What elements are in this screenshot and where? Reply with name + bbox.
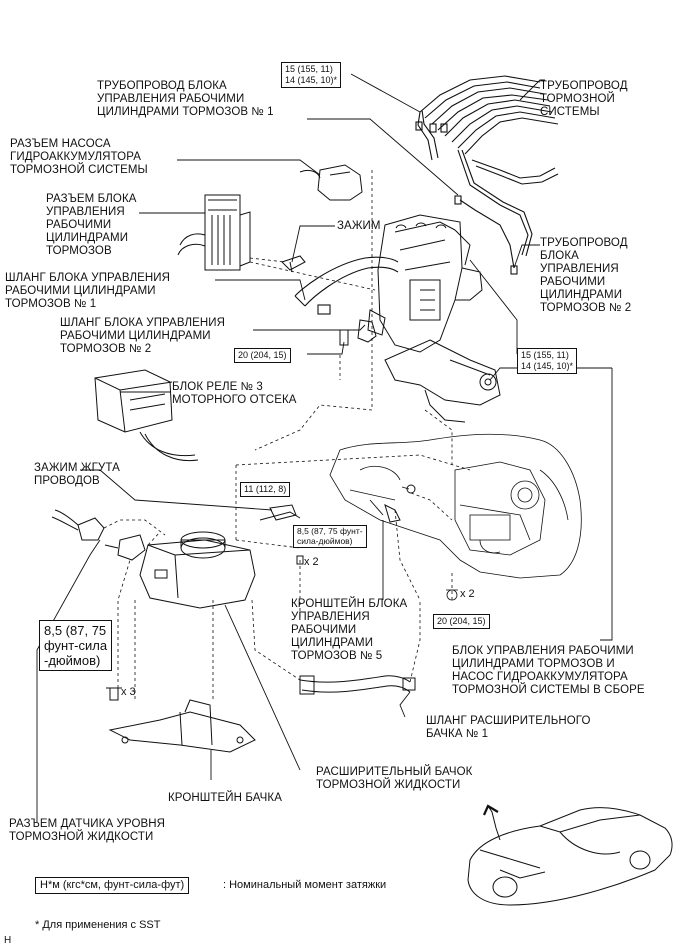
torque-spec-20-lower: 20 (204, 15) xyxy=(433,614,490,629)
engine-bay-illustration xyxy=(329,433,582,601)
level-sensor-connector-label: РАЗЪЕМ ДАТЧИКА УРОВНЯ ТОРМОЗНОЙ ЖИДКОСТИ xyxy=(9,818,166,843)
reservoir-bracket-illustration xyxy=(108,699,256,753)
relay-block-illustration xyxy=(94,369,199,462)
torque-unit-legend-text: : Номинальный момент затяжки xyxy=(223,879,387,891)
corner-mark: H xyxy=(4,935,12,946)
reservoir-bracket-label: КРОНШТЕЙН БАЧКА xyxy=(168,792,282,804)
bolt-85-illustration xyxy=(106,687,122,701)
torque-spec-20-upper: 20 (204, 15) xyxy=(234,348,291,363)
quantity-mid: x 2 xyxy=(304,556,319,568)
reservoir-label: РАСШИРИТЕЛЬНЫЙ БАЧОК ТОРМОЗНОЙ ЖИДКОСТИ xyxy=(316,766,473,791)
bolt-x2-mid-illustration xyxy=(296,555,304,565)
wire-harness-clamp-illustration xyxy=(259,504,301,521)
torque-spec-top: 15 (155, 11) 14 (145, 10)* xyxy=(281,62,342,88)
reservoir-hose-illustration xyxy=(299,675,416,695)
harness-clamp-label: ЗАЖИМ ЖГУТА ПРОВОДОВ xyxy=(34,462,120,487)
reservoir-hose-1-label: ШЛАНГ РАСШИРИТЕЛЬНОГО БАЧКА № 1 xyxy=(426,715,591,740)
actuator-connector-illustration xyxy=(177,194,251,271)
vehicle-location-illustration xyxy=(467,804,673,906)
torque-spec-11: 11 (112, 8) xyxy=(240,482,291,497)
clamp-label: ЗАЖИМ xyxy=(337,220,381,232)
actuator-pipe-2-label: ТРУБОПРОВОД БЛОКА УПРАВЛЕНИЯ РАБОЧИМИ ЦИ… xyxy=(540,237,632,314)
leader-lines xyxy=(36,73,613,822)
torque-spec-85-large: 8,5 (87, 75 фунт-сила -дюймов) xyxy=(39,620,113,671)
clamp-illustration xyxy=(281,255,306,273)
actuator-assembly-illustration xyxy=(367,214,501,423)
brake-tubes-illustration xyxy=(415,75,559,275)
actuator-pipe-1-label: ТРУБОПРОВОД БЛОКА УПРАВЛЕНИЯ РАБОЧИМИ ЦИ… xyxy=(97,80,274,118)
actuator-hose-1-label: ШЛАНГ БЛОКА УПРАВЛЕНИЯ РАБОЧИМИ ЦИЛИНДРА… xyxy=(5,272,171,310)
actuator-hose-2-label: ШЛАНГ БЛОКА УПРАВЛЕНИЯ РАБОЧИМИ ЦИЛИНДРА… xyxy=(60,317,226,355)
bolt-11-illustration xyxy=(384,484,416,523)
assembly-dashed-lines xyxy=(103,170,471,700)
brake-line-label: ТРУБОПРОВОД ТОРМОЗНОЙ СИСТЕМЫ xyxy=(540,80,628,118)
actuator-bracket-5-label: КРОНШТЕЙН БЛОКА УПРАВЛЕНИЯ РАБОЧИМИ ЦИЛИ… xyxy=(291,598,408,662)
actuator-assembly-label: БЛОК УПРАВЛЕНИЯ РАБОЧИМИ ЦИЛИНДРАМИ ТОРМ… xyxy=(452,645,645,696)
torque-spec-right: 15 (155, 11) 14 (145, 10)* xyxy=(517,348,578,374)
actuator-hose-2-illustration xyxy=(357,319,377,343)
pump-connector-illustration xyxy=(299,164,363,201)
torque-unit-legend-box: Н*м (кгс*см, фунт-сила-фут) xyxy=(35,877,190,894)
sst-footnote: * Для применения с SST xyxy=(35,919,161,931)
level-sensor-connector-illustration xyxy=(51,509,105,541)
actuator-connector-label: РАЗЪЕМ БЛОКА УПРАВЛЕНИЯ РАБОЧИМИ ЦИЛИНДР… xyxy=(46,193,137,257)
fluid-reservoir-illustration xyxy=(104,531,256,609)
actuator-hose-1-illustration xyxy=(294,256,399,315)
quantity-right: x 2 xyxy=(460,588,475,600)
relay-block-label: БЛОК РЕЛЕ № 3 МОТОРНОГО ОТСЕКА xyxy=(172,381,297,406)
quantity-left: x 3 xyxy=(121,686,136,698)
pump-connector-label: РАЗЪЕМ НАСОСА ГИДРОАККУМУЛЯТОРА ТОРМОЗНО… xyxy=(10,138,148,176)
torque-spec-85-small: 8,5 (87, 75 фунт- сила-дюймов) xyxy=(293,525,367,548)
